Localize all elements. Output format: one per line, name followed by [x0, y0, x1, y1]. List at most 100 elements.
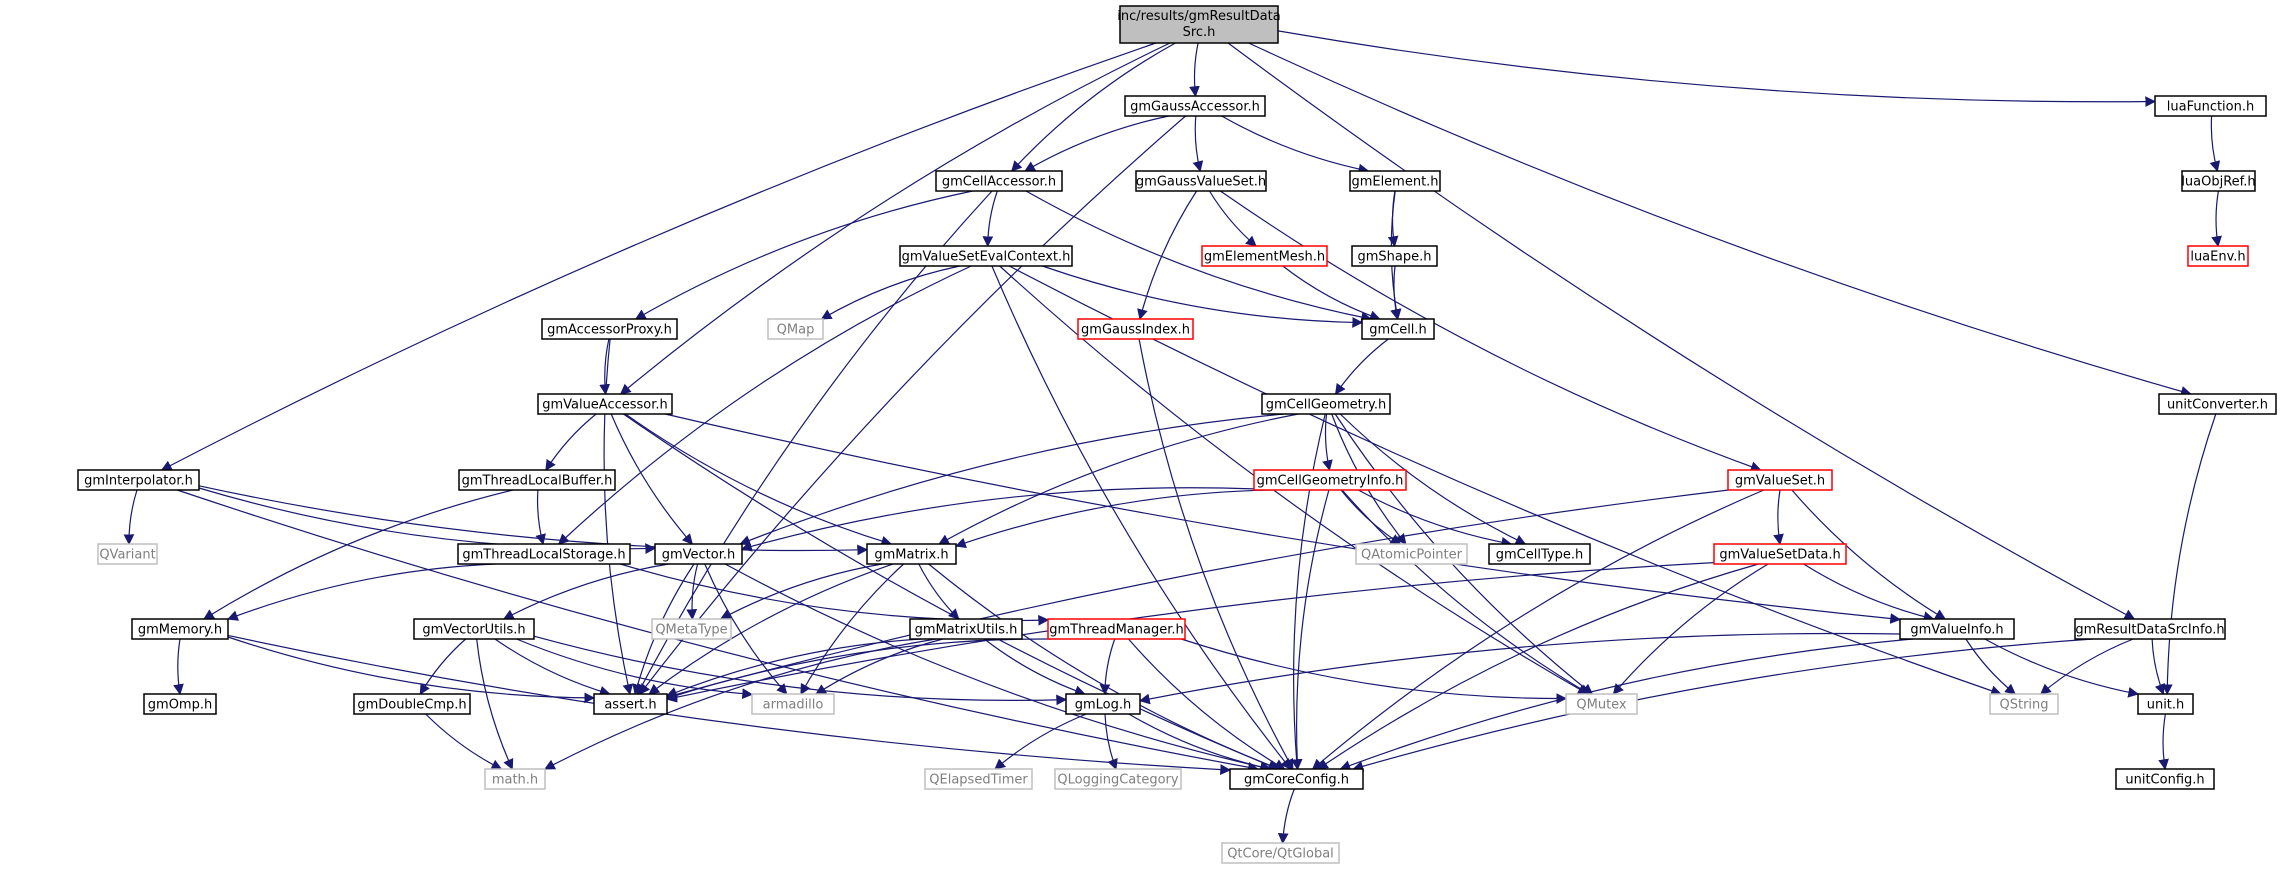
edge-vsevalctx-to-tlstore [558, 265, 972, 545]
edge-vecutils-to-armadillo [516, 638, 754, 700]
edge-interp-to-qvariant [123, 489, 138, 546]
node-vsdata[interactable]: gmValueSetData.h [1713, 543, 1847, 565]
node-root[interactable]: inc/results/gmResultDataSrc.h [1117, 5, 1281, 44]
node-label-luafunc: luaFunction.h [2167, 100, 2254, 115]
node-tlbuf[interactable]: gmThreadLocalBuffer.h [458, 469, 616, 491]
node-box-gaussvs [1135, 170, 1267, 192]
node-unitconv[interactable]: unitConverter.h [2158, 393, 2277, 415]
node-matrix[interactable]: gmMatrix.h [866, 543, 957, 565]
node-memory[interactable]: gmMemory.h [131, 618, 229, 640]
node-threadmgr[interactable]: gmThreadManager.h [1047, 618, 1186, 640]
node-label-matutils: gmMatrixUtils.h [915, 623, 1018, 638]
edge-tlstore-to-threadmgr [620, 563, 1050, 626]
node-log[interactable]: gmLog.h [1065, 693, 1141, 715]
node-box-tlbuf [458, 469, 616, 491]
node-gaussidx[interactable]: gmGaussIndex.h [1077, 318, 1194, 340]
edge-rdsinfo-to-qstring [2039, 638, 2134, 695]
node-label-unit: unit.h [2147, 698, 2185, 713]
node-elemmesh[interactable]: gmElementMesh.h [1201, 245, 1328, 267]
edge-gaussvs-to-gaussidx [1137, 190, 1198, 321]
node-box-accproxy [541, 318, 678, 340]
file-nodes: inc/results/gmResultDataSrc.h gmGaussAcce… [77, 5, 2277, 864]
edge-threadmgr-to-coreconfig [1128, 638, 1286, 770]
node-label-gaussidx: gmGaussIndex.h [1081, 323, 1190, 338]
node-cell[interactable]: gmCell.h [1361, 318, 1435, 340]
node-vector[interactable]: gmVector.h [654, 543, 743, 565]
node-box-cell [1361, 318, 1435, 340]
edge-accproxy-to-valacc [599, 338, 611, 396]
edge-matutils-to-log [983, 638, 1086, 696]
node-unitconfig[interactable]: unitConfig.h [2115, 768, 2215, 790]
edge-root-to-gaussacc [1189, 42, 1200, 98]
node-box-armadillo [751, 693, 835, 715]
node-label-log: gmLog.h [1075, 698, 1132, 713]
node-label-dblcmp: gmDoubleCmp.h [357, 698, 466, 713]
node-box-luafunc [2154, 95, 2267, 117]
edge-gaussacc-to-gaussvs [1192, 115, 1204, 173]
node-gaussacc[interactable]: gmGaussAccessor.h [1124, 95, 1266, 117]
node-element[interactable]: gmElement.h [1349, 170, 1441, 192]
node-label-cellacc: gmCellAccessor.h [942, 175, 1056, 190]
edge-vecutils-to-dblcmp [419, 638, 467, 695]
node-label-qmutex: QMutex [1576, 698, 1627, 713]
node-label-qvariant: QVariant [99, 548, 155, 563]
edge-threadmgr-to-qmutex [1181, 638, 1568, 704]
node-assert[interactable]: assert.h [593, 693, 668, 715]
node-tlstore[interactable]: gmThreadLocalStorage.h [457, 543, 631, 565]
node-label-root: inc/results/gmResultData [1117, 9, 1280, 24]
edge-memory-to-assert [227, 636, 596, 704]
node-coreconfig[interactable]: gmCoreConfig.h [1229, 768, 1364, 790]
node-luaenv[interactable]: luaEnv.h [2187, 245, 2249, 267]
edge-vecutils-to-math [476, 638, 514, 770]
node-label-interp: gmInterpolator.h [84, 474, 193, 489]
node-label-luaobj: luaObjRef.h [2181, 175, 2255, 190]
node-luaobj[interactable]: luaObjRef.h [2181, 170, 2256, 192]
node-accproxy[interactable]: gmAccessorProxy.h [541, 318, 678, 340]
node-qelapsed: QElapsedTimer [924, 768, 1033, 790]
node-valueinfo[interactable]: gmValueInfo.h [1899, 618, 2015, 640]
edge-interp-to-matrix [198, 485, 869, 556]
node-omp[interactable]: gmOmp.h [143, 693, 217, 715]
node-matutils[interactable]: gmMatrixUtils.h [909, 618, 1023, 640]
node-shape[interactable]: gmShape.h [1351, 245, 1438, 267]
edge-matutils-to-math [544, 638, 936, 770]
node-label-threadmgr: gmThreadManager.h [1049, 623, 1184, 638]
node-box-coreconfig [1229, 768, 1364, 790]
node-cellgeom[interactable]: gmCellGeometry.h [1261, 393, 1391, 415]
edge-log-to-qlogcat [1104, 713, 1118, 771]
node-celltype[interactable]: gmCellType.h [1488, 543, 1591, 565]
node-cellgeominfo[interactable]: gmCellGeometryInfo.h [1253, 469, 1407, 491]
node-box-luaobj [2181, 170, 2256, 192]
edge-root-to-luafunc [1277, 30, 2157, 108]
node-label-valueset: gmValueSet.h [1735, 474, 1825, 489]
node-vsevalctx[interactable]: gmValueSetEvalContext.h [899, 245, 1073, 267]
node-box-matrix [866, 543, 957, 565]
node-label-element: gmElement.h [1351, 175, 1438, 190]
edge-matutils-to-assert [665, 638, 922, 698]
edge-threadmgr-to-log [1099, 638, 1116, 696]
node-luafunc[interactable]: luaFunction.h [2154, 95, 2267, 117]
node-unit[interactable]: unit.h [2137, 693, 2194, 715]
node-rdsinfo[interactable]: gmResultDataSrcInfo.h [2074, 618, 2226, 640]
node-cellacc[interactable]: gmCellAccessor.h [935, 170, 1063, 192]
node-qatomic: QAtomicPointer [1355, 543, 1468, 565]
node-interp[interactable]: gmInterpolator.h [77, 469, 200, 491]
node-box-qmutex [1565, 693, 1638, 715]
node-label-root: Src.h [1183, 25, 1216, 40]
node-vecutils[interactable]: gmVectorUtils.h [413, 618, 535, 640]
node-gaussvs[interactable]: gmGaussValueSet.h [1135, 170, 1267, 192]
edge-dblcmp-to-math [425, 713, 503, 770]
node-box-qstring [1989, 693, 2059, 715]
node-label-tlstore: gmThreadLocalStorage.h [462, 548, 625, 563]
edge-gaussvs-to-valueset [1220, 190, 1762, 472]
edge-memory-to-omp [173, 638, 184, 696]
edge-cellgeom-to-coreconfig [1291, 413, 1326, 771]
node-box-elemmesh [1201, 245, 1328, 267]
node-dblcmp[interactable]: gmDoubleCmp.h [353, 693, 471, 715]
node-box-qmap [767, 318, 824, 340]
node-valacc[interactable]: gmValueAccessor.h [537, 393, 673, 415]
edge-cellacc-to-vsevalctx [982, 190, 998, 248]
edge-vector-to-qmetatype [686, 563, 699, 621]
edge-valueinfo-to-coreconfig [1339, 638, 1914, 771]
node-valueset[interactable]: gmValueSet.h [1727, 469, 1833, 491]
